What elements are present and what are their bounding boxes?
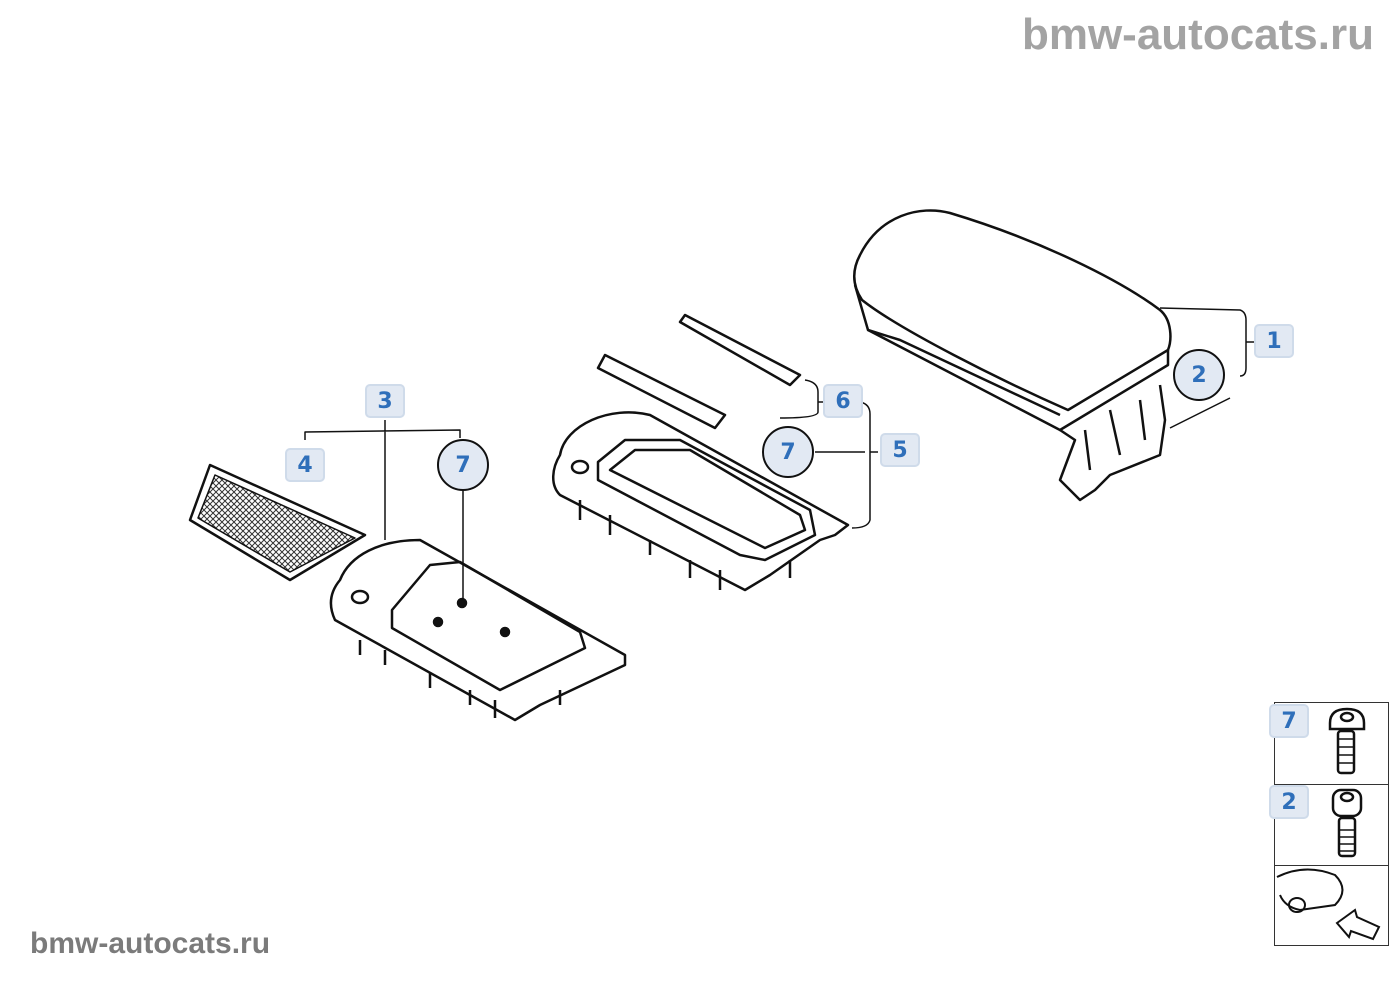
- callout-3[interactable]: 3: [365, 384, 405, 418]
- callout-4[interactable]: 4: [285, 448, 325, 482]
- callout-1[interactable]: 1: [1254, 324, 1294, 358]
- lower-tray-part[interactable]: [329, 538, 627, 722]
- tray-frame-part[interactable]: [552, 411, 850, 592]
- grille-part[interactable]: [188, 463, 367, 582]
- legend-row-7[interactable]: [1275, 703, 1388, 785]
- callout-2[interactable]: 2: [1173, 349, 1225, 401]
- callout-7-lower[interactable]: 7: [437, 439, 489, 491]
- screw-icon: [1328, 707, 1366, 775]
- watermark-top: bmw-autocats.ru: [1021, 10, 1374, 59]
- callout-6[interactable]: 6: [823, 384, 863, 418]
- legend-label-2: 2: [1269, 785, 1309, 819]
- legend-label-7: 7: [1269, 704, 1309, 738]
- cap-screw-icon: [1331, 788, 1363, 858]
- callout-5[interactable]: 5: [880, 433, 920, 467]
- location-arrow-icon: [1276, 868, 1381, 941]
- legend-row-2[interactable]: [1275, 784, 1388, 866]
- armrest-part[interactable]: [853, 209, 1172, 502]
- fastener-legend: 7 2: [1269, 702, 1389, 946]
- strip-part[interactable]: [596, 313, 802, 430]
- callout-7-frame[interactable]: 7: [762, 426, 814, 478]
- watermark-bottom: bmw-autocats.ru: [30, 927, 271, 960]
- legend-row-location: [1275, 865, 1388, 945]
